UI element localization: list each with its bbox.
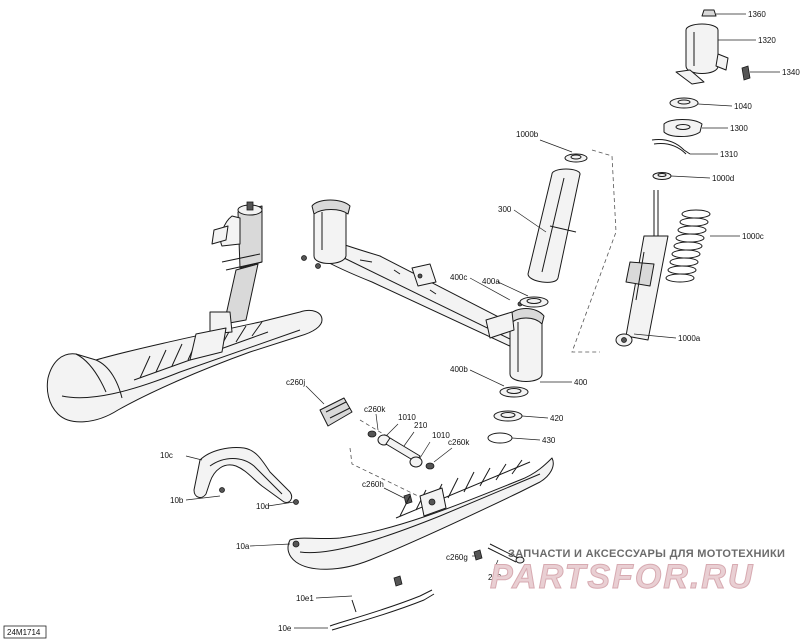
callout-420: 420 (550, 414, 564, 423)
callout-210: 210 (414, 421, 428, 430)
boot-illustration (517, 153, 588, 307)
runner-illustration (329, 575, 435, 631)
callout-c260k-left: c260k (364, 405, 386, 414)
callout-1000b: 1000b (516, 130, 539, 139)
callout-labels: 1360 1320 1340 1040 1300 1310 1000d 1000… (160, 10, 800, 633)
ski-illustration (287, 457, 554, 570)
callout-400: 400 (574, 378, 588, 387)
small-hardware-illustration (319, 397, 435, 505)
callout-1010-left: 1010 (398, 413, 416, 422)
callout-c260k-right: c260k (448, 438, 470, 447)
watermark-logo: PARTSFOR.RU (490, 558, 754, 596)
upper-mount-parts (651, 9, 751, 180)
callout-400b: 400b (450, 365, 468, 374)
callout-1000c: 1000c (742, 232, 764, 241)
assembled-ski-illustration (46, 201, 323, 423)
callout-1000d: 1000d (712, 174, 734, 183)
watermark-caption: ЗАПЧАСТИ И АКСЕССУАРЫ ДЛЯ МОТОТЕХНИКИ (508, 548, 785, 560)
callout-10e: 10e (278, 624, 292, 633)
callout-1340: 1340 (782, 68, 800, 77)
washers-illustration (487, 296, 549, 444)
shock-absorber-illustration (615, 190, 669, 347)
callout-400a: 400a (482, 277, 500, 286)
callout-1300: 1300 (730, 124, 748, 133)
callout-1000a: 1000a (678, 334, 701, 343)
callout-200: 200 (488, 573, 502, 582)
callout-10e1: 10e1 (296, 594, 314, 603)
callout-10c: 10c (160, 451, 173, 460)
callout-1360: 1360 (748, 10, 766, 19)
callout-10a: 10a (236, 542, 250, 551)
callout-430: 430 (542, 436, 556, 445)
diagram-code: 24M1714 (7, 628, 41, 637)
callout-1320: 1320 (758, 36, 776, 45)
leader-lines (185, 13, 780, 629)
bolt-200-illustration (487, 543, 525, 564)
callout-10d: 10d (256, 502, 269, 511)
diagram-code-tag: 24M1714 (3, 625, 47, 639)
callout-1040: 1040 (734, 102, 752, 111)
steering-tube-illustration (301, 199, 545, 382)
handle-illustration (193, 447, 299, 505)
callout-c260j: c260j (286, 378, 305, 387)
callout-10b: 10b (170, 496, 184, 505)
callout-1310: 1310 (720, 150, 738, 159)
watermark: ЗАПЧАСТИ И АКСЕССУАРЫ ДЛЯ МОТОТЕХНИКИ PA… (490, 548, 785, 597)
callout-c260g: c260g (446, 553, 468, 562)
callout-1010-right: 1010 (432, 431, 450, 440)
callout-c260h: c260h (362, 480, 384, 489)
callout-400c: 400c (450, 273, 467, 282)
coil-spring-illustration (665, 209, 711, 283)
callout-300: 300 (498, 205, 512, 214)
